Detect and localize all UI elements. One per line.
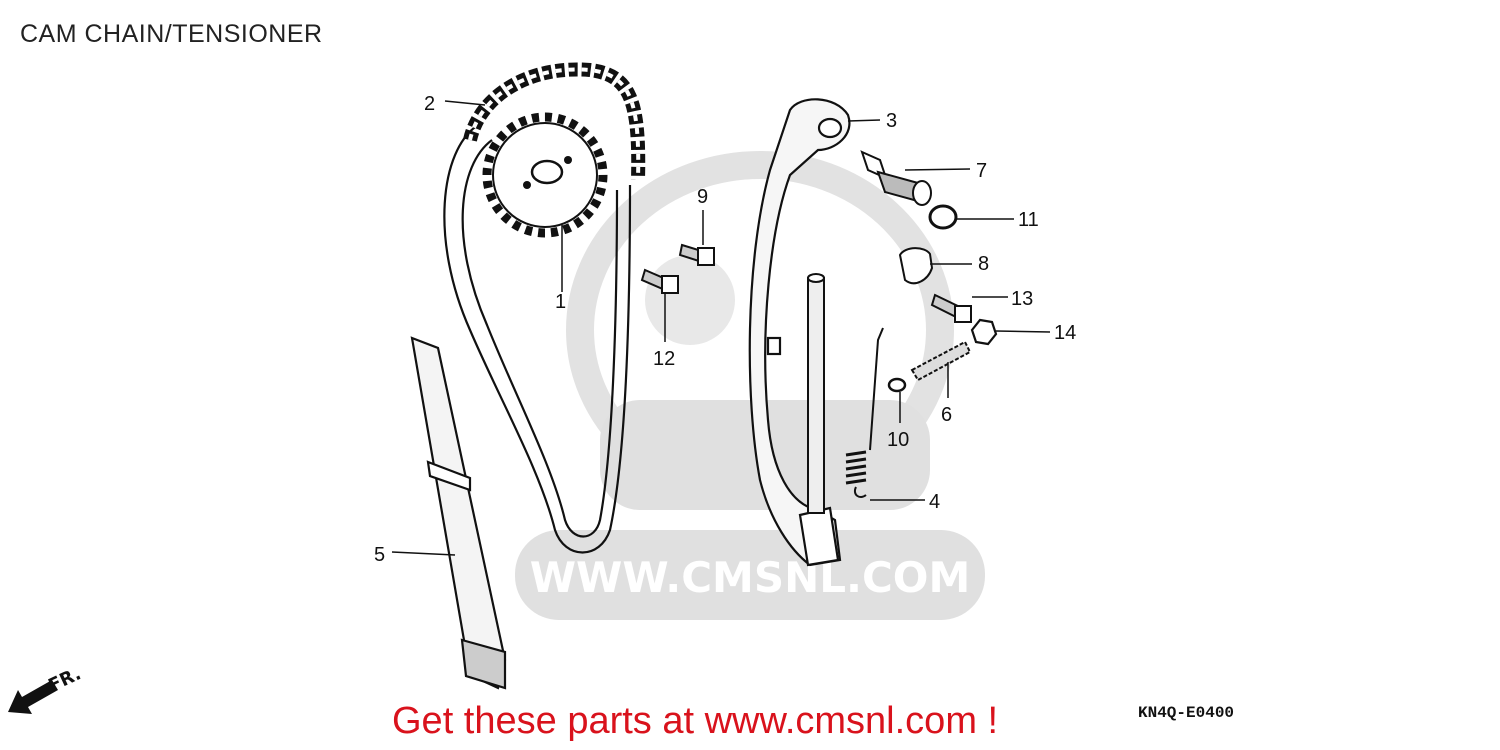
tensioner-plunger	[860, 150, 932, 206]
guide-rod	[807, 273, 825, 514]
washer-10	[887, 377, 907, 393]
tensioner-spring	[845, 327, 884, 498]
diagram-code: KN4Q-E0400	[1138, 704, 1235, 722]
front-direction-indicator: FR.	[8, 663, 84, 714]
callout-3: 3	[886, 110, 897, 132]
watermark-text: WWW.CMSNL.COM	[530, 553, 971, 602]
chain-guide	[410, 336, 507, 690]
front-arrow-icon	[8, 680, 58, 714]
callout-9: 9	[697, 186, 708, 208]
callout-12: 12	[653, 348, 675, 370]
cam-chain	[443, 62, 646, 554]
callout-14: 14	[1054, 322, 1076, 344]
callout-8: 8	[978, 253, 989, 275]
callout-7: 7	[976, 160, 987, 182]
bolt-9	[678, 243, 715, 266]
callout-6: 6	[941, 404, 952, 426]
callout-13: 13	[1011, 288, 1033, 310]
tensioner-arm	[748, 98, 851, 567]
stopper-plate	[898, 247, 934, 285]
bolt-13	[930, 293, 972, 323]
callout-2: 2	[424, 93, 435, 115]
callout-1: 1	[555, 291, 566, 313]
nut-14	[970, 318, 998, 346]
leader-lines	[391, 100, 1051, 556]
callout-10: 10	[887, 429, 909, 451]
page-title: CAM CHAIN/TENSIONER	[20, 20, 323, 48]
front-label: FR.	[45, 663, 84, 696]
bolt-12	[640, 268, 679, 294]
cam-sprocket	[482, 112, 608, 238]
callout-11: 11	[1018, 209, 1039, 231]
cta-banner[interactable]: Get these parts at www.cmsnl.com !	[392, 700, 999, 742]
callout-5: 5	[374, 544, 385, 566]
stud-bolt-6	[910, 340, 972, 382]
callout-4: 4	[929, 491, 940, 513]
o-ring	[928, 204, 958, 230]
callouts: 1 2 3 4 5 6 7 8 9 10 11 12 13 14	[374, 93, 1076, 566]
